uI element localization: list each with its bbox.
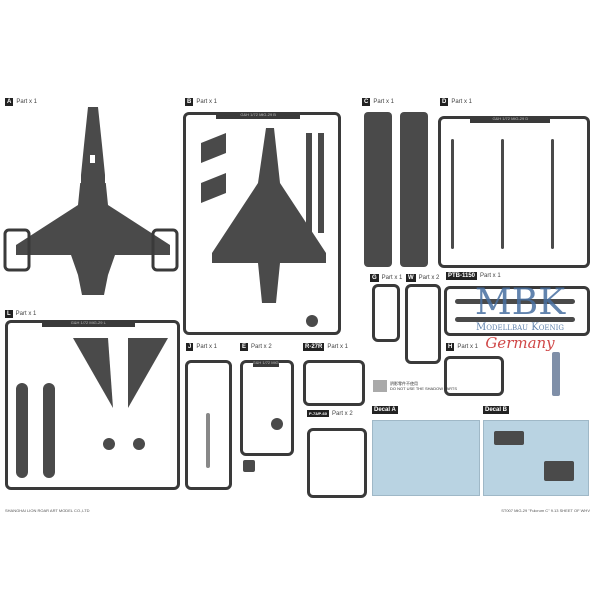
part-count: Part x 1 bbox=[196, 99, 218, 105]
tag: A bbox=[5, 98, 14, 106]
part-count: Part x 1 bbox=[15, 311, 37, 317]
tag: R-27R bbox=[303, 343, 325, 351]
footer-sheet: ST007 MiG-29 "Fulcrum C" 9.13 SHEET OF W… bbox=[501, 508, 590, 513]
note-cn: 阴影零件不使用 bbox=[390, 381, 418, 386]
part-count: Part x 1 bbox=[457, 344, 479, 350]
tag: L bbox=[5, 310, 13, 318]
watermark-line1: Modellbau Koenig bbox=[475, 322, 565, 333]
tag: J bbox=[186, 343, 194, 351]
part-c-left bbox=[364, 112, 392, 267]
watermark-line2: Germany bbox=[485, 334, 555, 352]
note-en: DO NOT USE THE SHADOW PARTS bbox=[390, 386, 458, 391]
tag: E bbox=[240, 343, 249, 351]
sprue-l: G&H 1/72 MiG-29 L bbox=[5, 320, 180, 490]
tag: D bbox=[440, 98, 449, 106]
sprue-e: G&H 1/72 MiG-29 E bbox=[240, 360, 294, 456]
decal-a-label: Decal A bbox=[372, 406, 398, 414]
part-count: Part x 1 bbox=[327, 344, 349, 350]
tag: H bbox=[446, 343, 455, 351]
sprue-j bbox=[185, 360, 232, 490]
watermark-logo: MBK bbox=[474, 282, 566, 323]
mbk-watermark: MBK Modellbau Koenig Germany bbox=[440, 282, 600, 353]
sprue-r73 bbox=[307, 428, 367, 498]
tag: PTB-1150 bbox=[446, 272, 478, 280]
footer-company: SHANGHAI LION ROAR ART MODEL CO.,LTD bbox=[5, 508, 90, 513]
part-e-loose bbox=[243, 460, 255, 472]
sprue-r27r bbox=[303, 360, 365, 406]
part-c-right bbox=[400, 112, 428, 267]
part-count: Part x 2 bbox=[251, 344, 272, 350]
sprue-ptb bbox=[444, 286, 590, 336]
tag: B bbox=[185, 98, 194, 106]
sprue-header: G&H 1/72 MiG-29 D bbox=[470, 116, 551, 123]
part-count: Part x 1 bbox=[381, 275, 403, 281]
sprue-b: G&H 1/72 MiG-29 B bbox=[183, 112, 341, 335]
part-count: Part x 1 bbox=[480, 273, 501, 279]
decal-sheet-b bbox=[483, 420, 589, 496]
sprue-header: G&H 1/72 MiG-29 E bbox=[252, 360, 279, 367]
sprue-h bbox=[444, 356, 504, 396]
tag: Р-73/Р-60 bbox=[307, 410, 330, 417]
decal-b-label: Decal B bbox=[483, 406, 510, 414]
part-count: Part x 2 bbox=[418, 275, 440, 281]
fuselage-part-a bbox=[3, 107, 179, 295]
ladder-part bbox=[552, 352, 560, 396]
sprue-g bbox=[372, 284, 400, 342]
decal-sheet-a bbox=[372, 420, 480, 496]
part-count: Part x 1 bbox=[373, 99, 395, 105]
sprue-header: G&H 1/72 MiG-29 L bbox=[41, 320, 135, 327]
part-count: Part x 2 bbox=[332, 410, 353, 417]
part-count: Part x 1 bbox=[196, 344, 218, 350]
tag: W bbox=[406, 274, 416, 282]
tag: C bbox=[362, 98, 371, 106]
sprue-d: G&H 1/72 MiG-29 D bbox=[438, 116, 590, 268]
tag: G bbox=[370, 274, 379, 282]
part-count: Part x 1 bbox=[451, 99, 473, 105]
sprue-w bbox=[405, 284, 441, 364]
sprue-header: G&H 1/72 MiG-29 B bbox=[216, 112, 300, 119]
part-count: Part x 1 bbox=[16, 99, 38, 105]
